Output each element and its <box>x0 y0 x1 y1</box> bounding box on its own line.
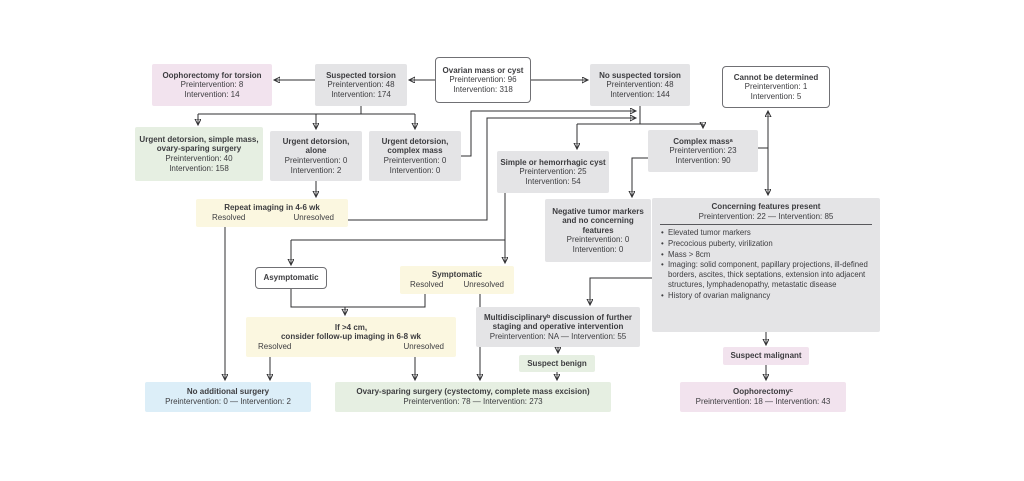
node-complex-mass: Complex massᵃ Preintervention: 23 Interv… <box>648 130 758 172</box>
node-title: Multidisciplinaryᵇ discussion of further <box>483 312 633 322</box>
node-title: Suspect malignant <box>730 351 802 361</box>
node-asymptomatic: Asymptomatic <box>255 267 327 289</box>
list-item: Imaging: solid component, papillary proj… <box>660 260 874 289</box>
node-title: Simple or hemorrhagic cyst <box>500 157 606 167</box>
node-stat: Preintervention: 78 — Intervention: 273 <box>403 397 543 406</box>
node-branch-labels: Resolved Unresolved <box>198 213 346 223</box>
node-suspect-benign: Suspect benign <box>519 355 595 372</box>
node-stat: Intervention: 174 <box>331 89 391 99</box>
node-title: Repeat imaging in 4-6 wk <box>224 203 320 213</box>
node-suspect-malignant: Suspect malignant <box>723 347 809 365</box>
unresolved-label: Unresolved <box>463 280 504 289</box>
node-stat: Intervention: 318 <box>453 84 513 94</box>
node-stat: Preintervention: 48 <box>606 80 674 90</box>
node-stat: Intervention: 90 <box>675 155 731 165</box>
node-stat: Preintervention: 22 — Intervention: 85 <box>698 211 834 221</box>
node-urgent-detorsion-complex-mass: Urgent detorsion, complex mass Preinterv… <box>369 131 461 181</box>
node-ovarian-mass-or-cyst: Ovarian mass or cyst Preintervention: 96… <box>435 57 531 103</box>
node-concerning-features-present: Concerning features present Preintervent… <box>652 198 880 332</box>
node-title: Asymptomatic <box>263 273 319 283</box>
list-item: Elevated tumor markers <box>660 228 874 238</box>
node-title: Suspect benign <box>527 358 587 368</box>
node-stat: Preintervention: 23 <box>669 146 737 156</box>
divider <box>660 224 872 226</box>
node-stat: Intervention: 0 <box>389 165 441 175</box>
node-title: Negative tumor markers and no concerning… <box>552 206 644 235</box>
node-stat: Intervention: 14 <box>184 89 240 99</box>
node-title: Ovarian mass or cyst <box>442 65 524 75</box>
node-branch-labels: Resolved Unresolved <box>248 342 454 352</box>
unresolved-label: Unresolved <box>293 213 334 222</box>
node-title: Complex massᵃ <box>673 136 733 146</box>
node-stat: Preintervention: 25 <box>519 167 587 177</box>
node-title: Urgent detorsion, alone <box>282 136 350 156</box>
node-simple-hemorrhagic-cyst: Simple or hemorrhagic cyst Preinterventi… <box>497 151 609 193</box>
node-title: Urgent detorsion, simple mass, ovary-spa… <box>139 134 259 154</box>
node-title: Suspected torsion <box>326 70 396 80</box>
node-repeat-imaging: Repeat imaging in 4-6 wk Resolved Unreso… <box>196 199 348 227</box>
node-title: Concerning features present <box>711 202 821 211</box>
node-stat: Preintervention: 96 <box>449 75 517 85</box>
node-symptomatic: Symptomatic Resolved Unresolved <box>400 266 514 294</box>
node-no-additional-surgery: No additional surgery Preintervention: 0… <box>145 382 311 412</box>
list-item: Precocious puberty, virilization <box>660 239 874 249</box>
node-stat: Intervention: 2 <box>290 165 342 175</box>
node-title: If >4 cm, <box>334 322 368 332</box>
node-multidisciplinary-discussion: Multidisciplinaryᵇ discussion of further… <box>476 307 640 347</box>
node-stat: Intervention: 158 <box>169 163 229 173</box>
node-stat: Preintervention: 1 <box>744 82 808 92</box>
node-title: Oophorectomy for torsion <box>162 70 262 80</box>
node-oophorectomy-for-torsion: Oophorectomy for torsion Preintervention… <box>152 64 272 106</box>
node-stat: Intervention: 0 <box>572 244 624 254</box>
node-title: consider follow-up imaging in 6-8 wk <box>280 332 421 342</box>
node-title: Ovary-sparing surgery (cystectomy, compl… <box>356 387 590 397</box>
node-stat: Preintervention: 0 <box>383 156 447 165</box>
node-stat: Preintervention: 48 <box>327 80 395 90</box>
node-stat: Preintervention: 18 — Intervention: 43 <box>695 397 831 406</box>
node-title: Oophorectomyᶜ <box>733 387 793 397</box>
node-cannot-be-determined: Cannot be determined Preintervention: 1 … <box>722 66 830 108</box>
node-if-over-4cm-follow-up: If >4 cm, consider follow-up imaging in … <box>246 317 456 357</box>
node-stat: Preintervention: 0 <box>284 156 348 165</box>
node-title: Symptomatic <box>431 270 483 280</box>
node-suspected-torsion: Suspected torsion Preintervention: 48 In… <box>315 64 407 106</box>
resolved-label: Resolved <box>212 213 246 222</box>
node-title: staging and operative intervention <box>492 322 624 332</box>
node-oophorectomy-final: Oophorectomyᶜ Preintervention: 18 — Inte… <box>680 382 846 412</box>
node-stat: Intervention: 54 <box>525 176 581 186</box>
node-stat: Intervention: 5 <box>750 91 802 101</box>
node-stat: Intervention: 144 <box>610 89 670 99</box>
node-urgent-detorsion-alone: Urgent detorsion, alone Preintervention:… <box>270 131 362 181</box>
node-urgent-detorsion-simple-mass: Urgent detorsion, simple mass, ovary-spa… <box>135 127 263 181</box>
node-stat: Preintervention: 0 <box>566 235 630 245</box>
node-negative-tumor-markers: Negative tumor markers and no concerning… <box>545 199 651 262</box>
node-title: No additional surgery <box>186 387 270 397</box>
node-stat: Preintervention: 0 — Intervention: 2 <box>165 397 291 406</box>
node-title: Urgent detorsion, complex mass <box>381 136 449 156</box>
concerning-features-list: Elevated tumor markers Precocious pubert… <box>658 228 874 301</box>
list-item: Mass > 8cm <box>660 250 874 260</box>
node-stat: Preintervention: 8 <box>180 80 244 90</box>
node-stat: Preintervention: 40 <box>165 154 233 163</box>
node-title: Cannot be determined <box>733 72 819 82</box>
resolved-label: Resolved <box>410 280 444 289</box>
node-title: No suspected torsion <box>599 70 681 80</box>
node-stat: Preintervention: NA — Intervention: 55 <box>489 331 627 341</box>
node-branch-labels: Resolved Unresolved <box>402 280 512 290</box>
node-ovary-sparing-surgery: Ovary-sparing surgery (cystectomy, compl… <box>335 382 611 412</box>
unresolved-label: Unresolved <box>403 341 444 351</box>
node-no-suspected-torsion: No suspected torsion Preintervention: 48… <box>590 64 690 106</box>
resolved-label: Resolved <box>258 341 292 351</box>
list-item: History of ovarian malignancy <box>660 291 874 301</box>
